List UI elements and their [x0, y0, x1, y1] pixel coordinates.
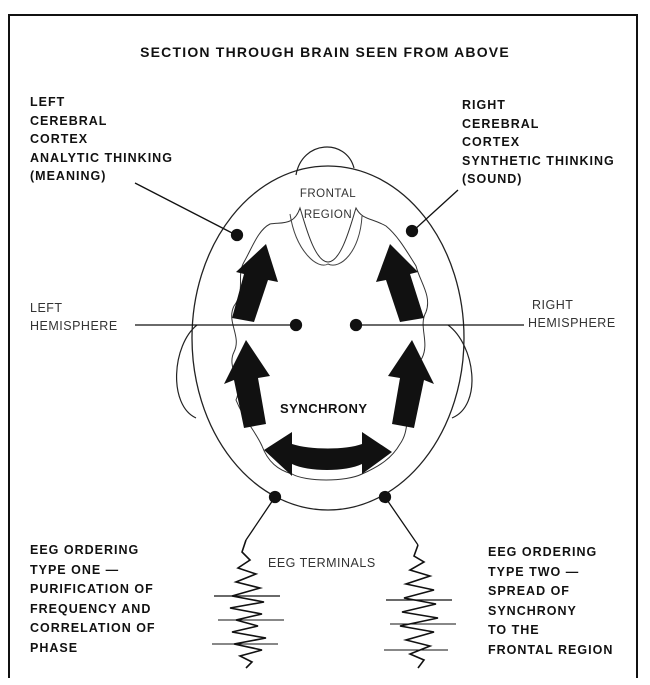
eeg-type-one-line: CORRELATION OF: [30, 619, 156, 639]
right-cortex-line: RIGHT: [462, 96, 615, 115]
eeg-type-two-line: FRONTAL REGION: [488, 641, 613, 661]
frontal-region-label: FRONTAL REGION: [278, 184, 378, 226]
eeg-type-two-line: TO THE: [488, 621, 613, 641]
eeg-terminals-label: EEG TERMINALS: [268, 554, 376, 572]
eeg-type-one-line: EEG ORDERING: [30, 541, 156, 561]
arrow-bottom: [264, 432, 392, 476]
eeg-type-one-line: PHASE: [30, 639, 156, 659]
right-hemisphere-dot: [351, 320, 362, 331]
left-cortex-line: (MEANING): [30, 167, 173, 186]
arrow-upper-right: [376, 244, 424, 322]
left-hemisphere-dot: [291, 320, 302, 331]
right-terminal-leader: [385, 497, 418, 545]
diagram-title: SECTION THROUGH BRAIN SEEN FROM ABOVE: [0, 44, 650, 60]
synchrony-label: SYNCHRONY: [280, 401, 368, 416]
right-ear: [448, 325, 472, 418]
frontal-region-line: REGION: [278, 205, 378, 226]
synchrony-arrows: [224, 244, 434, 476]
eeg-type-two-line: EEG ORDERING: [488, 543, 613, 563]
right-cortex-line: CEREBRAL: [462, 115, 615, 134]
eeg-type-one-label: EEG ORDERING TYPE ONE — PURIFICATION OF …: [30, 541, 156, 658]
eeg-type-two-line: SYNCHRONY: [488, 602, 613, 622]
left-hemisphere-line: LEFT: [30, 299, 118, 317]
left-cortex-line: CORTEX: [30, 130, 173, 149]
right-cortex-label: RIGHT CEREBRAL CORTEX SYNTHETIC THINKING…: [462, 96, 615, 189]
nose: [296, 147, 354, 175]
left-cortex-line: ANALYTIC THINKING: [30, 149, 173, 168]
left-terminal-leader: [246, 497, 275, 540]
left-hemisphere-label: LEFT HEMISPHERE: [30, 299, 118, 335]
eeg-type-one-line: TYPE ONE —: [30, 561, 156, 581]
arrow-lower-left: [224, 340, 270, 428]
eeg-type-one-line: PURIFICATION OF: [30, 580, 156, 600]
left-cortex-label: LEFT CEREBRAL CORTEX ANALYTIC THINKING (…: [30, 93, 173, 186]
right-cortex-dot: [407, 226, 418, 237]
eeg-type-one-line: FREQUENCY AND: [30, 600, 156, 620]
left-cortex-line: LEFT: [30, 93, 173, 112]
left-hemisphere-line: HEMISPHERE: [30, 317, 118, 335]
arrow-lower-right: [388, 340, 434, 428]
eeg-trace-right: [384, 545, 456, 668]
right-cortex-line: CORTEX: [462, 133, 615, 152]
right-hemisphere-line: HEMISPHERE: [528, 314, 614, 332]
left-cortex-leader: [135, 183, 236, 235]
left-cortex-dot: [232, 230, 243, 241]
left-cortex-line: CEREBRAL: [30, 112, 173, 131]
right-cortex-line: (SOUND): [462, 170, 615, 189]
eeg-type-two-label: EEG ORDERING TYPE TWO — SPREAD OF SYNCHR…: [488, 543, 613, 660]
eeg-type-two-line: TYPE TWO —: [488, 563, 613, 583]
eeg-type-two-line: SPREAD OF: [488, 582, 613, 602]
arrow-upper-left: [232, 244, 278, 322]
right-hemisphere-line: RIGHT: [528, 296, 614, 314]
right-hemisphere-label: RIGHT HEMISPHERE: [528, 296, 614, 332]
frontal-region-line: FRONTAL: [278, 184, 378, 205]
right-cortex-line: SYNTHETIC THINKING: [462, 152, 615, 171]
